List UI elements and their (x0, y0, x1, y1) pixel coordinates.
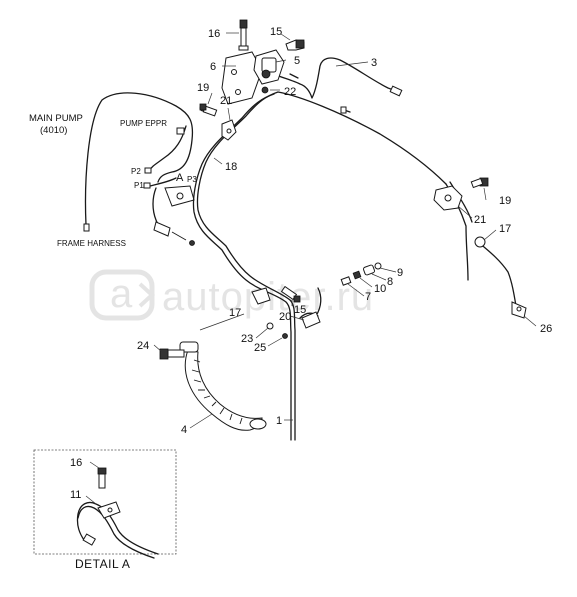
leader-lines (153, 32, 537, 429)
callout-3: 3 (371, 57, 377, 69)
bolt-19-left (199, 103, 207, 111)
callout-19-right: 19 (499, 195, 511, 207)
callout-15-center: 15 (294, 304, 306, 316)
callout-25: 25 (254, 342, 266, 354)
callout-8: 8 (387, 276, 393, 288)
main-pump-harness: MAIN PUMP (4010) PUMP EPPR P2 P1 P3 A FR… (29, 92, 197, 248)
p3-label: P3 (187, 175, 197, 184)
detail-callout-11: 11 (70, 489, 81, 501)
harness-3 (263, 57, 403, 114)
p2-label: P2 (131, 167, 141, 176)
callout-26: 26 (540, 323, 552, 335)
callout-21-right: 21 (474, 214, 486, 226)
callout-6: 6 (210, 61, 216, 73)
callout-20: 20 (279, 311, 291, 323)
sensor-bracket-a (153, 185, 195, 246)
main-pump-code: (4010) (40, 125, 67, 136)
bracket-21-right (433, 177, 489, 211)
connector-group (340, 262, 382, 286)
callout-17-right: 17 (499, 223, 511, 235)
callout-7: 7 (365, 291, 371, 303)
callout-numbers: 16 15 6 5 3 22 21 19 18 19 21 17 26 9 8 … (137, 26, 552, 436)
main-harness-1 (192, 91, 473, 441)
callout-16: 16 (208, 28, 220, 40)
center-fittings (251, 285, 321, 339)
main-pump-label: MAIN PUMP (29, 113, 83, 124)
ground-strap-4 (159, 341, 267, 431)
detail-callout-16: 16 (70, 457, 82, 469)
callout-5: 5 (294, 55, 300, 67)
callout-19: 19 (197, 82, 209, 94)
callout-4: 4 (181, 424, 187, 436)
callout-9: 9 (397, 267, 403, 279)
p1-label: P1 (134, 181, 144, 190)
callout-22: 22 (284, 86, 296, 98)
relay-bracket-assembly (199, 19, 305, 141)
harness-17-right (474, 236, 527, 319)
callout-15: 15 (270, 26, 282, 38)
callout-24: 24 (137, 340, 149, 352)
callout-10: 10 (374, 283, 386, 295)
callout-17-center: 17 (229, 307, 241, 319)
callout-21: 21 (220, 95, 232, 107)
pump-eppr-label: PUMP EPPR (120, 119, 167, 128)
detail-a-title: DETAIL A (75, 557, 130, 571)
svg-text:a: a (110, 272, 133, 316)
detail-a-box: 16 11 DETAIL A (33, 449, 177, 571)
callout-23: 23 (241, 333, 253, 345)
detail-a-marker: A (176, 172, 184, 184)
callout-18: 18 (225, 161, 237, 173)
frame-harness-label: FRAME HARNESS (57, 239, 126, 248)
callout-1: 1 (276, 415, 282, 427)
